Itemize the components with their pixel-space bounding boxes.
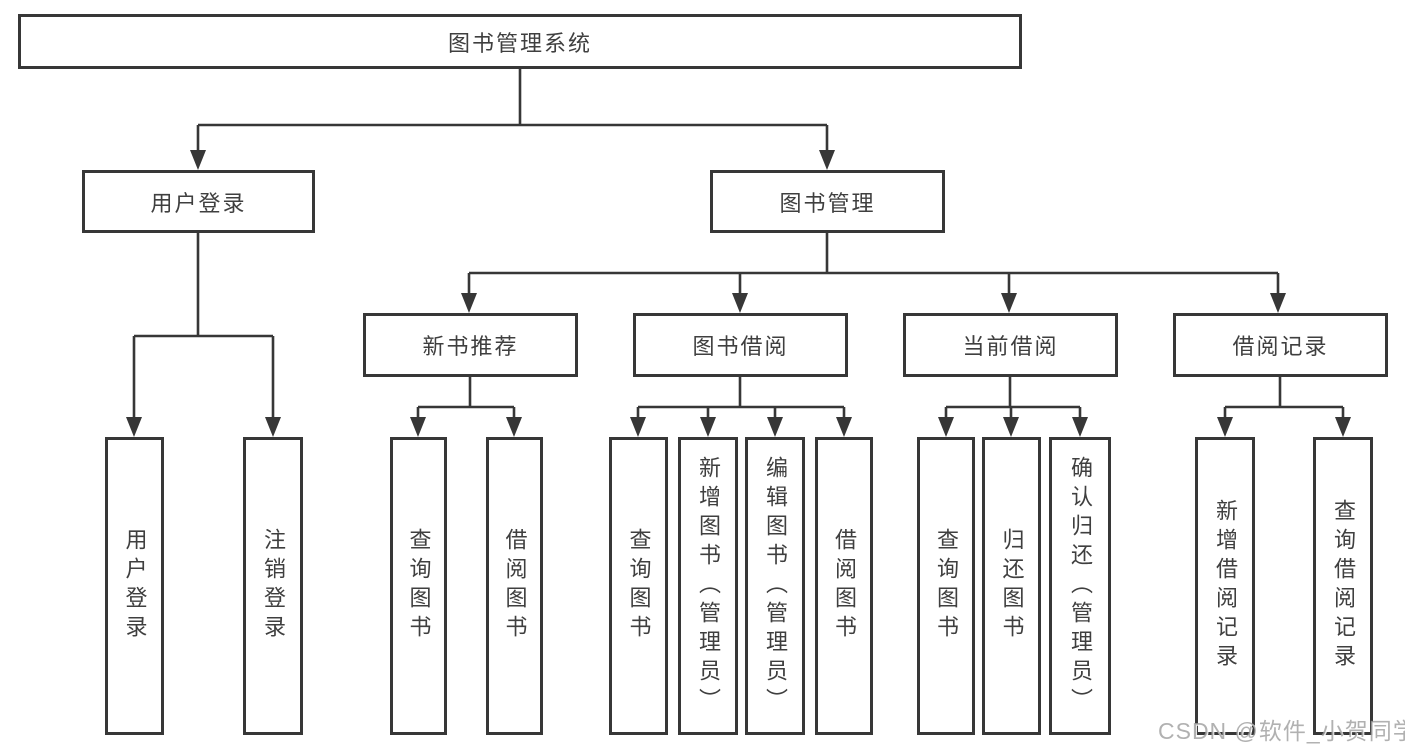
- leaf-recommend-borrow-books: 借阅图书: [486, 437, 543, 735]
- node-book-management: 图书管理: [710, 170, 945, 233]
- leaf-query-borrow-record: 查询借阅记录: [1313, 437, 1373, 735]
- leaf-add-borrow-record-label: 新增借阅记录: [1213, 499, 1238, 673]
- leaf-user-login-label: 用户登录: [122, 528, 148, 644]
- leaf-recommend-borrow-books-label: 借阅图书: [502, 528, 528, 644]
- node-user-login: 用户登录: [82, 170, 315, 233]
- leaf-current-query-books-label: 查询图书: [934, 528, 959, 644]
- leaf-borrow-query-books: 查询图书: [609, 437, 668, 735]
- node-borrow-records: 借阅记录: [1173, 313, 1388, 377]
- leaf-recommend-query-books-label: 查询图书: [406, 528, 432, 644]
- leaf-return-books: 归还图书: [982, 437, 1041, 735]
- node-root-system: 图书管理系统: [18, 14, 1022, 69]
- leaf-borrow-books-label: 借阅图书: [832, 528, 857, 644]
- leaf-query-borrow-record-label: 查询借阅记录: [1331, 499, 1356, 673]
- node-current-borrow-label: 当前借阅: [962, 334, 1059, 359]
- node-new-book-recommend: 新书推荐: [363, 313, 578, 377]
- node-root-system-label: 图书管理系统: [447, 30, 592, 56]
- leaf-confirm-return-admin: 确认归还（管理员）: [1049, 437, 1111, 735]
- node-user-login-label: 用户登录: [150, 190, 247, 216]
- leaf-confirm-return-admin-label: 确认归还（管理员）: [1068, 455, 1093, 717]
- leaf-user-login: 用户登录: [105, 437, 164, 735]
- leaf-recommend-query-books: 查询图书: [390, 437, 447, 735]
- leaf-return-books-label: 归还图书: [999, 528, 1025, 644]
- node-new-book-recommend-label: 新书推荐: [422, 334, 519, 359]
- leaf-current-query-books: 查询图书: [917, 437, 975, 735]
- leaf-edit-books-admin-label: 编辑图书（管理员）: [763, 455, 788, 717]
- leaf-logout-label: 注销登录: [261, 528, 286, 644]
- node-book-management-label: 图书管理: [779, 190, 876, 216]
- node-current-borrow: 当前借阅: [903, 313, 1118, 377]
- leaf-edit-books-admin: 编辑图书（管理员）: [745, 437, 805, 735]
- leaf-borrow-books: 借阅图书: [815, 437, 873, 735]
- watermark: CSDN @软件_小贺同学: [1158, 718, 1405, 744]
- node-book-borrow: 图书借阅: [633, 313, 848, 377]
- leaf-add-books-admin: 新增图书（管理员）: [678, 437, 738, 735]
- leaf-logout: 注销登录: [243, 437, 303, 735]
- leaf-add-borrow-record: 新增借阅记录: [1195, 437, 1255, 735]
- leaf-borrow-query-books-label: 查询图书: [626, 528, 652, 644]
- node-book-borrow-label: 图书借阅: [692, 334, 789, 359]
- leaf-add-books-admin-label: 新增图书（管理员）: [696, 455, 721, 717]
- node-borrow-records-label: 借阅记录: [1232, 334, 1329, 359]
